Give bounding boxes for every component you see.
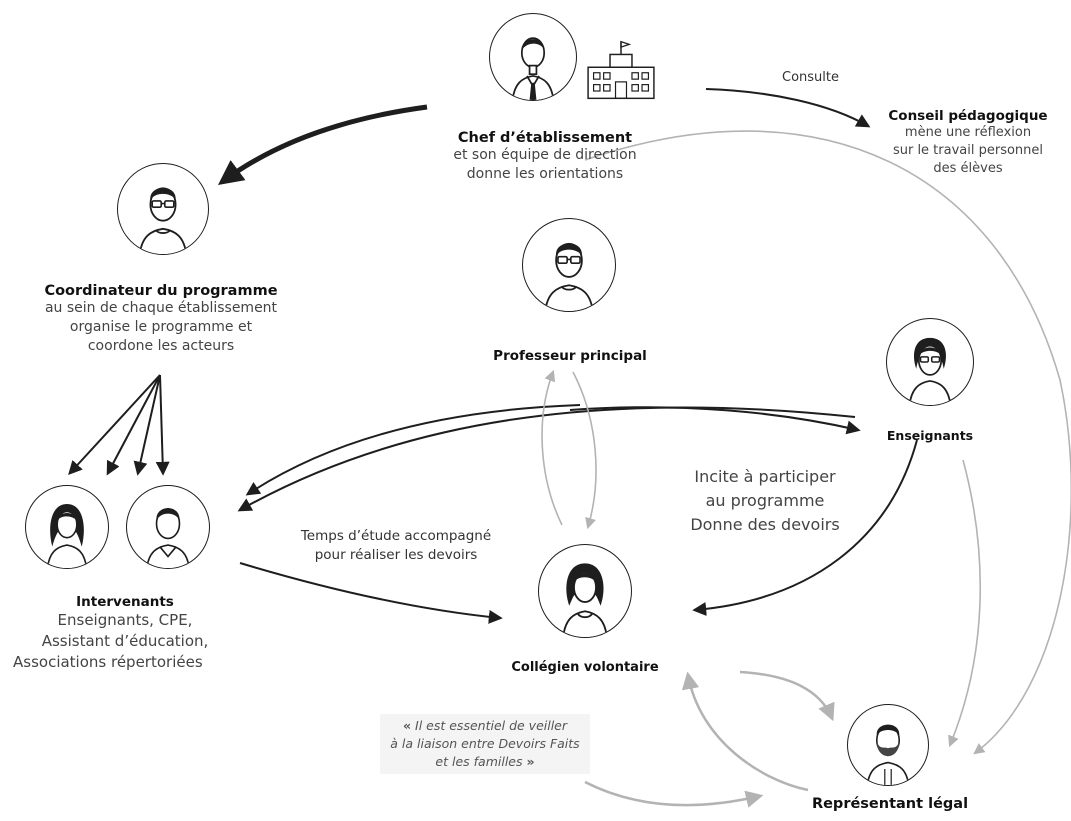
arrow-professeur-to-enseignants [569, 406, 861, 435]
quote-text: et les familles [435, 754, 523, 769]
label-temps-line: Temps d’étude accompagné [300, 528, 492, 544]
professeur-node: Professeur principal [460, 348, 680, 364]
chef-avatar-icon [489, 13, 577, 101]
quote-line: à la liaison entre Devoirs Faits [380, 735, 590, 753]
quote-line: « Il est essentiel de veiller [380, 717, 590, 735]
quote-text: Il est essentiel de veiller [415, 718, 568, 733]
arrow-intervenants-to-collegien [239, 562, 503, 624]
conseil-desc-line: des élèves [933, 161, 1003, 176]
arrow-professeur-to-collegien [572, 371, 597, 530]
label-incite: Incite à participer au programme Donne d… [650, 465, 880, 537]
label-incite-line: Donne des devoirs [690, 515, 840, 534]
intervenants-desc-line: Assistant d’éducation, [41, 632, 209, 650]
intervenants-desc-line: Associations répertoriées [13, 653, 203, 671]
arrow-coordinateur-to-intervenant-1 [68, 374, 161, 476]
arrow-collegien-to-representant [739, 670, 835, 722]
intervenant-man-icon [126, 485, 210, 569]
arrow-quote-to-representant [584, 780, 764, 808]
representant-node: Représentant légal [805, 796, 975, 812]
collegien-node: Collégien volontaire [480, 660, 690, 675]
intervenants-title: Intervenants [76, 594, 174, 610]
chef-desc-line: et son équipe de direction [453, 147, 637, 163]
arrow-chef-to-conseil [705, 88, 871, 128]
enseignants-avatar-icon [886, 318, 974, 406]
collegien-title: Collégien volontaire [511, 660, 659, 675]
intervenants-node: Intervenants Enseignants, CPE, Assistant… [5, 594, 245, 673]
coordinateur-desc-line: au sein de chaque établissement [44, 300, 278, 316]
label-consulte: Consulte [782, 70, 839, 85]
arrow-coordinateur-to-intervenant-3 [133, 374, 161, 476]
representant-title: Représentant légal [811, 796, 969, 812]
label-temps-line: pour réaliser les devoirs [314, 547, 478, 563]
arrow-collegien-to-professeur [541, 369, 563, 526]
enseignants-title: Enseignants [886, 428, 974, 443]
conseil-node: Conseil pédagogique mène une réflexion s… [870, 108, 1066, 178]
school-building-icon [587, 40, 655, 100]
coordinateur-node: Coordinateur du programme au sein de cha… [2, 283, 320, 356]
coordinateur-avatar-icon [117, 163, 209, 255]
chef-title: Chef d’établissement [457, 130, 633, 146]
conseil-desc-line: sur le travail personnel [892, 143, 1044, 158]
quote-close-mark: » [526, 754, 535, 769]
coordinateur-title: Coordinateur du programme [44, 283, 278, 299]
arrow-coordinateur-to-intervenant-2 [106, 374, 161, 476]
quote-line: et les familles » [380, 753, 590, 771]
quote-open-mark: « [402, 718, 412, 733]
coordinateur-desc-line: organise le programme et [69, 319, 253, 335]
professeur-title: Professeur principal [493, 348, 647, 364]
chef-node: Chef d’établissement et son équipe de di… [420, 130, 670, 184]
label-temps: Temps d’étude accompagné pour réaliser l… [266, 527, 526, 565]
quote-block: « Il est essentiel de veiller à la liais… [380, 714, 590, 774]
collegien-avatar-icon [538, 544, 632, 638]
arrow-enseignants-to-intervenants-a [245, 404, 581, 496]
intervenants-desc-line: Enseignants, CPE, [57, 611, 193, 629]
arrow-enseignants-to-intervenants-b [237, 406, 856, 512]
chef-desc-line: donne les orientations [466, 166, 624, 182]
label-incite-line: au programme [705, 491, 825, 510]
conseil-title: Conseil pédagogique [888, 108, 1048, 124]
coordinateur-desc-line: coordone les acteurs [87, 338, 235, 354]
quote-text: à la liaison entre Devoirs Faits [390, 736, 580, 751]
label-incite-line: Incite à participer [694, 467, 836, 486]
arrow-enseignants-to-representant [948, 459, 982, 748]
representant-avatar-icon [847, 704, 929, 786]
intervenant-woman-icon [25, 485, 109, 569]
enseignants-node: Enseignants [870, 428, 990, 443]
arrow-representant-to-collegien [681, 671, 809, 792]
conseil-desc-line: mène une réflexion [904, 125, 1032, 140]
arrow-coordinateur-to-intervenant-4 [155, 374, 170, 476]
professeur-avatar-icon [522, 218, 616, 312]
arrow-chef-to-representant [584, 130, 1071, 755]
arrow-enseignants-to-collegien [692, 439, 918, 616]
arrow-chef-to-coordinateur [217, 104, 428, 185]
